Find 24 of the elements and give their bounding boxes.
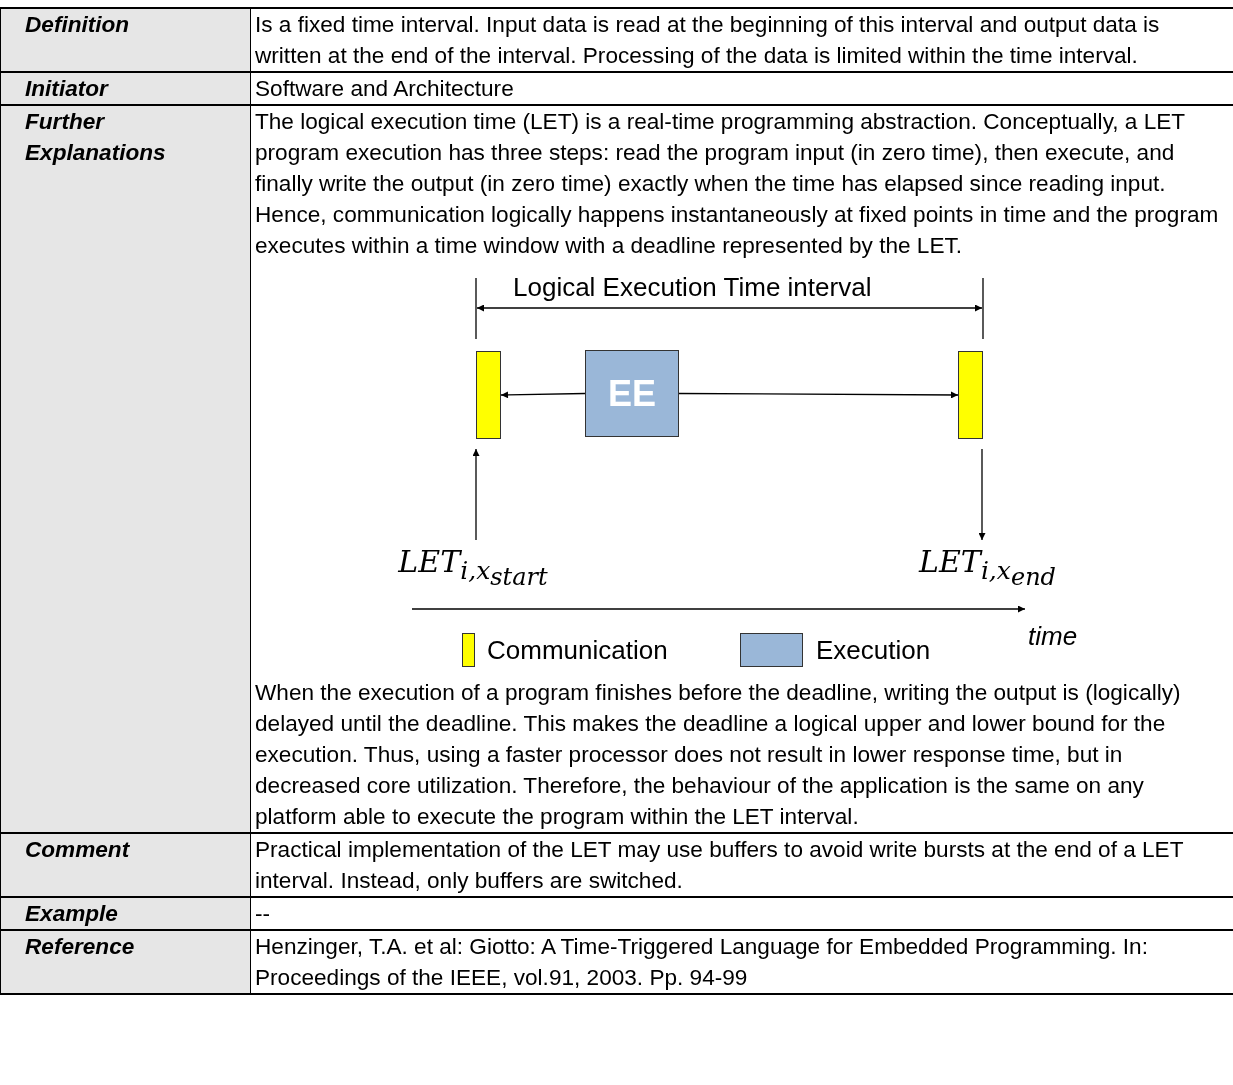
- cell-text: Is a fixed time interval. Input data is read at the beginning of this interval and output data is written at the end of the interval. Processing of the data is limited within the time interval.: [255, 11, 1161, 70]
- cell-text: The logical execution time (LET) is a real-time programming abstraction. Conceptually, a LET program execution has three steps: read the program input (in zero time), then execute, and finally write the output (in zero time) exactly when the time has elapsed since reading input. Hence, communication logically happens instantaneously at fixed points in time and the program executes within a time window with a deadline represented by the LET.: [255, 108, 1220, 260]
- cell-text: --: [255, 900, 272, 928]
- row-header: Further Explanations: [1, 106, 250, 832]
- communication-bar: [476, 351, 501, 439]
- cell-text: When the execution of a program finishes before the deadline, writing the output is (logically) delayed until the deadline. This makes the deadline a logical upper and lower bound for the execution. Thus, using a faster processor does not result in lower response time, but in decreased core utilization. Therefore, the behaviour of the application is the same on any platform able to execute the program within the LET interval.: [255, 679, 1182, 831]
- row-header: Comment: [1, 834, 250, 896]
- legend-label: Execution: [816, 637, 931, 663]
- cell-text: Software and Architecture: [255, 75, 515, 103]
- row-header: Reference: [1, 931, 250, 993]
- cell-text: Henzinger, T.A. et al: Giotto: A Time-Triggered Language for Embedded Programming. In: Proceedings of the IEEE, vol.91, 2003. Pp. 94-99: [255, 933, 1149, 992]
- arrow: [678, 391, 959, 399]
- execution-box: EE: [585, 350, 679, 437]
- row-header: Definition: [1, 9, 250, 71]
- legend-label: Communication: [487, 637, 668, 663]
- row-header: Initiator: [1, 73, 250, 104]
- axis-label: time: [1028, 623, 1078, 649]
- arrow: [472, 448, 480, 541]
- cell-text: Practical implementation of the LET may use buffers to avoid write bursts at the end of a LET interval. Instead, only buffers are switched.: [255, 836, 1185, 895]
- arrow: [978, 448, 986, 541]
- arrow: [500, 391, 586, 399]
- interval-label: Logical Execution Time interval: [513, 274, 872, 300]
- row-header: Example: [1, 898, 250, 929]
- communication-bar: [958, 351, 983, 439]
